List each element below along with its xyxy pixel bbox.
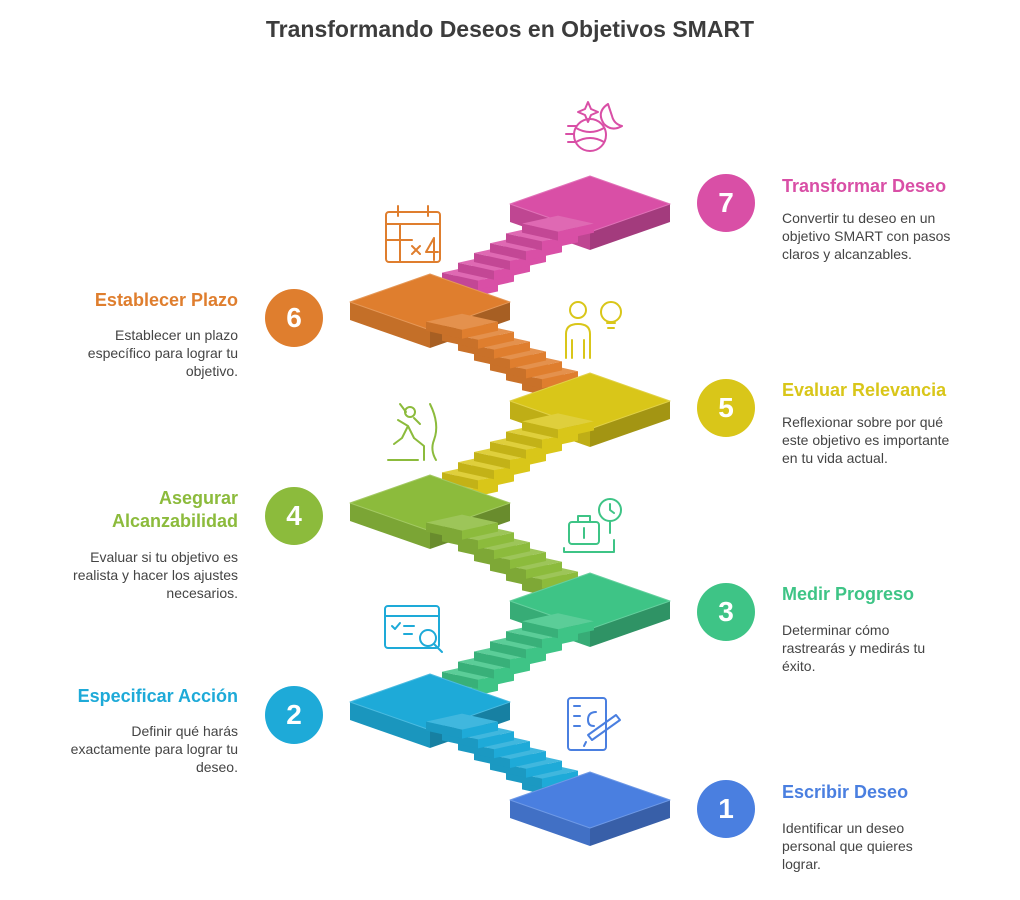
step-2-title: Especificar Acción [77,686,238,706]
step-1-description: Identificar un deseo personal que quiere… [782,820,913,872]
step-6-number-badge: 6 [265,289,323,347]
person-idea-icon [565,301,622,359]
luggage-scale-icon [563,498,622,553]
writing-pad-icon [567,697,621,751]
step-6-description: Establecer un plazo específico para logr… [87,327,238,379]
step-3-description: Determinar cómo rastrearás y medirás tu … [782,622,926,674]
stair-flight-3-to-4 [426,514,594,599]
calendar-icon [385,205,441,263]
step-7-title: Transformar Deseo [782,176,947,196]
step-5-title: Evaluar Relevancia [782,380,947,400]
step-4-title: Asegurar Alcanzabilidad [111,488,238,531]
page-title: Transformando Deseos en Objetivos SMART [265,16,755,42]
climber-icon [387,403,438,461]
step-2-number-badge: 2 [265,686,323,744]
moon-star-icon [565,101,623,152]
step-7-number-badge: 7 [697,174,755,232]
step-4-description: Evaluar si tu objetivo es realista y hac… [73,549,238,601]
step-2-description: Definir qué harás exactamente para logra… [70,723,238,775]
step-1-number-badge: 1 [697,780,755,838]
step-7-description: Convertir tu deseo en un objetivo SMART … [782,210,951,262]
step-3-title: Medir Progreso [782,584,915,604]
stair-flight-2-to-3 [426,613,594,699]
search-document-icon [384,605,443,653]
step-4-number-badge: 4 [265,487,323,545]
step-5-number-badge: 5 [697,379,755,437]
step-1-title: Escribir Deseo [782,782,909,802]
step-1-platform [509,771,671,846]
step-3-number-badge: 3 [697,583,755,641]
step-5-description: Reflexionar sobre por qué este objetivo … [782,414,950,466]
step-6-title: Establecer Plazo [94,290,238,310]
